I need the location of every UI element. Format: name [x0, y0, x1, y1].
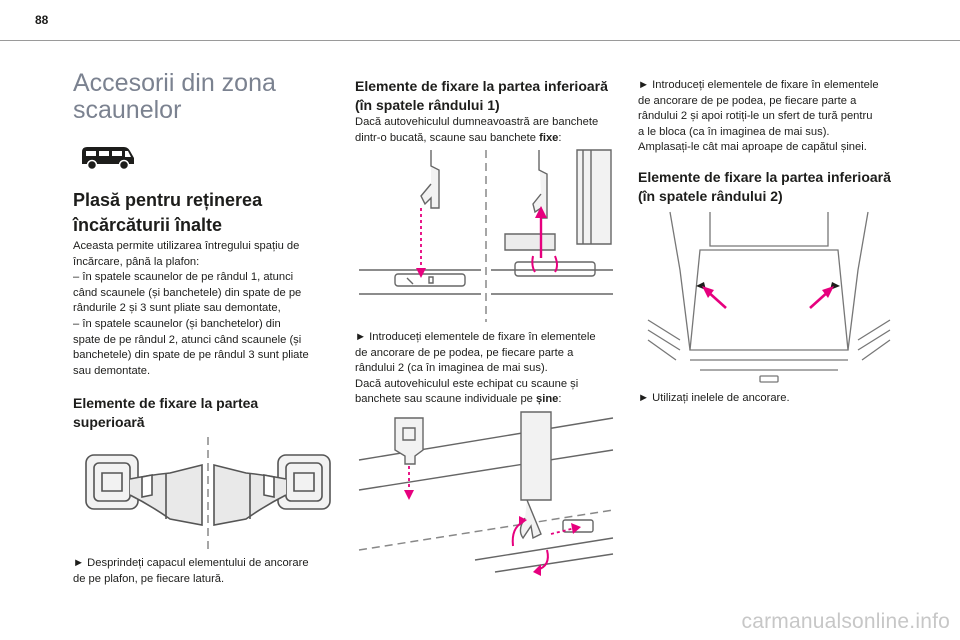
heading-line: (în spatele rândului 1): [355, 97, 500, 113]
body-line: rândului 2 (ca în imaginea de mai sus).: [355, 362, 548, 375]
body-line: – în spatele scaunelor de pe rândul 1, a…: [73, 271, 294, 284]
upper-fixing-heading-line: Elemente de fixare la partea: [73, 395, 259, 411]
net-heading: Plasă pentru reținerea încărcăturii înal…: [73, 188, 262, 238]
lower-fixing-row1-step: ► Introduceți elementele de fixare în el…: [355, 330, 596, 408]
body-line: banchetele) din spate de pe rândul 3 sun…: [73, 349, 309, 362]
text-bold: fixe: [539, 131, 559, 144]
body-line: de ancorare de pe podea, pe fiecare part…: [355, 346, 574, 359]
body-line: rândurile 2 și 3 sunt pliate sau demonta…: [73, 302, 281, 315]
lower-fixing-rails-step: ► Introduceți elementele de fixare în el…: [638, 78, 879, 156]
body-line: ► Introduceți elementele de fixare în el…: [638, 79, 879, 91]
text-span: :: [558, 131, 562, 144]
net-heading-line: încărcăturii înalte: [73, 215, 223, 235]
lower-fixing-row1-intro: Dacă autovehiculul dumneavoastră are ban…: [355, 115, 598, 146]
floor-hook-illustration: [359, 149, 613, 322]
body-line: ► Utilizați inelele de ancorare.: [638, 392, 790, 404]
text-span: dintr-o bucată, scaune sau banchete: [355, 131, 540, 144]
body-line: spate de pe rândul 2, atunci când scaune…: [73, 333, 302, 346]
header-rule: [0, 40, 960, 41]
floor-rings-illustration: [647, 211, 891, 383]
upper-fixing-step: ► Desprindeți capacul elementului de anc…: [73, 556, 309, 587]
heading-line: Elemente de fixare la partea inferioară: [638, 169, 891, 185]
body-line: dintr-o bucată, scaune sau banchete fixe…: [355, 131, 598, 147]
body-line: ► Introduceți elementele de fixare în el…: [355, 331, 596, 343]
rail-fixing-illustration: [358, 411, 614, 576]
body-line: a le bloca (ca în imaginea de mai sus).: [638, 125, 830, 138]
body-line: rândului 2 și apoi rotiți-le un sfert de…: [638, 110, 873, 123]
body-line: când scaunele (și banchetele) din spate …: [73, 286, 302, 299]
section-title-line: scaunelor: [73, 96, 182, 124]
van-icon: [82, 147, 134, 171]
text-span: :: [558, 393, 562, 406]
heading-line: Elemente de fixare la partea inferioară: [355, 78, 608, 94]
lower-fixing-row2-step: ► Utilizați inelele de ancorare.: [638, 391, 790, 407]
net-intro: Aceasta permite utilizarea întregului sp…: [73, 239, 309, 379]
body-line: Dacă autovehiculul este echipat cu scaun…: [355, 377, 579, 390]
ceiling-anchor-illustration: [85, 437, 331, 551]
text-span: banchete sau scaune individuale pe: [355, 393, 536, 406]
body-line: sau demontate.: [73, 364, 151, 377]
body-line: de pe plafon, pe fiecare latură.: [73, 572, 225, 585]
page-number: 88: [35, 13, 49, 27]
upper-fixing-heading-line: superioară: [73, 414, 145, 430]
section-title-line: Accesorii din zona: [73, 69, 276, 97]
body-line: Dacă autovehiculul dumneavoastră are ban…: [355, 116, 599, 128]
upper-fixing-heading: Elemente de fixare la partea superioară: [73, 394, 258, 432]
text-bold: șine: [536, 393, 559, 406]
heading-line: (în spatele rândului 2): [638, 188, 783, 204]
lower-fixing-row2-heading: Elemente de fixare la partea inferioară …: [638, 168, 891, 206]
net-heading-line: Plasă pentru reținerea: [73, 190, 263, 210]
body-line: încărcare, până la plafon:: [73, 255, 200, 268]
body-line: ► Desprindeți capacul elementului de anc…: [73, 557, 309, 569]
body-line: Aceasta permite utilizarea întregului sp…: [73, 240, 300, 252]
watermark: carmanualsonline.info: [741, 610, 950, 633]
body-line: – în spatele scaunelor (și banchetelor) …: [73, 317, 281, 330]
section-title: Accesorii din zona scaunelor: [73, 70, 303, 124]
body-line: de ancorare de pe podea, pe fiecare part…: [638, 94, 857, 107]
lower-fixing-row1-heading: Elemente de fixare la partea inferioară …: [355, 77, 608, 115]
body-line: banchete sau scaune individuale pe șine:: [355, 392, 596, 408]
body-line: Amplasați-le cât mai aproape de capătul …: [638, 141, 867, 154]
